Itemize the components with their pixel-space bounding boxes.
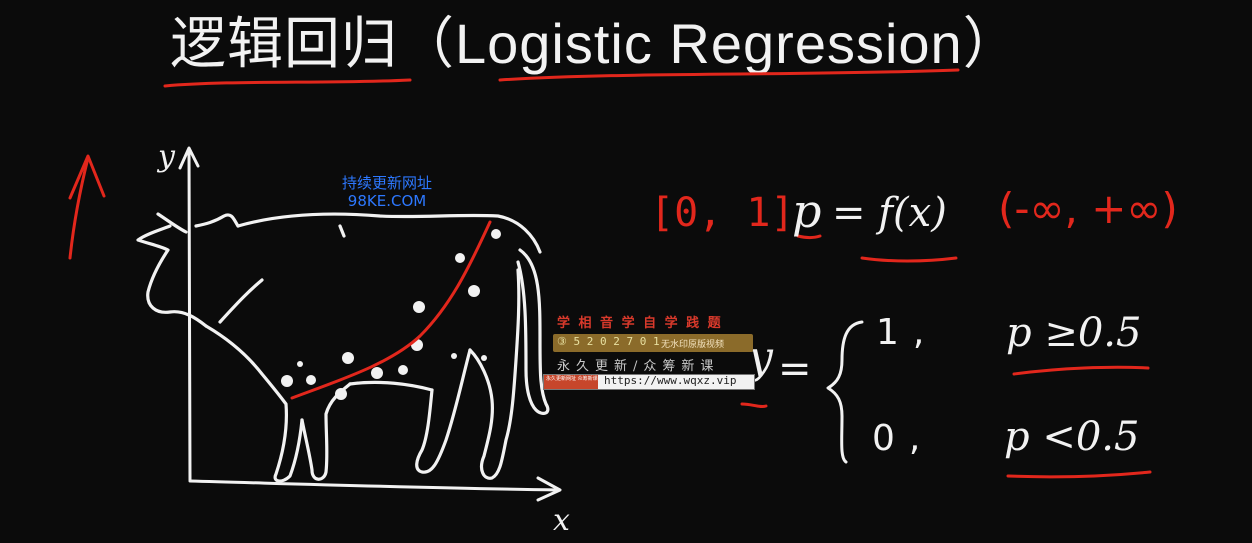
data-points xyxy=(281,229,501,400)
x-axis-arrowhead xyxy=(536,476,562,502)
title-chinese: 逻辑回归 xyxy=(170,12,398,77)
cow-drawing xyxy=(136,212,550,483)
badge-strip xyxy=(553,334,753,352)
range-01: [0, 1] xyxy=(650,190,795,236)
data-point xyxy=(451,353,457,359)
piecewise-equals: = xyxy=(778,346,812,392)
data-point xyxy=(306,375,316,385)
page-title: 逻辑回归（Logistic Regression） xyxy=(170,8,1020,81)
badge-line2: 永久更新/众筹新课 xyxy=(557,359,720,374)
data-point xyxy=(297,361,303,367)
case1-value: 1, xyxy=(876,312,939,353)
data-point xyxy=(481,355,487,361)
p-accent xyxy=(796,234,822,239)
x-axis-label: x xyxy=(553,503,570,538)
badge-sub-label: 永久更新网址 众筹新课 xyxy=(546,376,598,382)
badge-line1: 学 相 音 学 自 学 践 题 xyxy=(557,316,723,331)
watermark-line2: 98KE.COM xyxy=(347,192,427,210)
y-axis-label: y xyxy=(156,139,176,174)
title-english: （Logistic Regression） xyxy=(398,12,1020,75)
red-up-arrow xyxy=(68,156,90,260)
case0-condition: p <0.5 xyxy=(1004,414,1140,460)
y-axis-arrowhead xyxy=(178,146,200,170)
promo-badge: 学 相 音 学 自 学 践 题 ③ 5 2 0 2 7 0 1 无水印原版视频 … xyxy=(543,312,755,394)
data-point xyxy=(398,365,408,375)
data-point xyxy=(371,367,383,379)
data-point xyxy=(413,301,425,313)
title-underline-english xyxy=(498,68,960,82)
badge-url: https://www.wqxz.vip xyxy=(604,374,737,387)
case1-condition: p ≥0.5 xyxy=(1006,310,1142,356)
badge-qq: ③ 5 2 0 2 7 0 1 xyxy=(557,335,660,348)
formula-p: p xyxy=(792,184,822,238)
red-up-arrow-head xyxy=(68,154,106,200)
data-point xyxy=(342,352,354,364)
data-point xyxy=(281,375,293,387)
watermark-line1: 持续更新网址 xyxy=(341,174,432,192)
case1-underline xyxy=(1012,365,1150,376)
x-axis-line xyxy=(188,479,560,492)
logistic-curve xyxy=(290,220,492,400)
case0-underline xyxy=(1006,470,1152,479)
badge-tag: 无水印原版视频 xyxy=(661,340,725,350)
case0-value: 0, xyxy=(872,418,935,459)
badge-url-bar: 永久更新网址 众筹新课 https://www.wqxz.vip xyxy=(543,374,755,390)
title-underline xyxy=(163,78,412,88)
fx-underline xyxy=(860,256,958,263)
formula-equals-fx: = f(x) xyxy=(832,190,947,236)
badge-url-left: 永久更新网址 众筹新课 xyxy=(544,375,598,389)
watermark-site: 持续更新网址 98KE.COM xyxy=(330,174,444,210)
data-point xyxy=(491,229,501,239)
y-underline xyxy=(740,402,768,409)
data-point xyxy=(455,253,465,263)
data-point xyxy=(335,388,347,400)
piecewise-brace xyxy=(826,320,864,464)
range-infinity: (-∞, +∞) xyxy=(998,184,1178,233)
data-point xyxy=(468,285,480,297)
